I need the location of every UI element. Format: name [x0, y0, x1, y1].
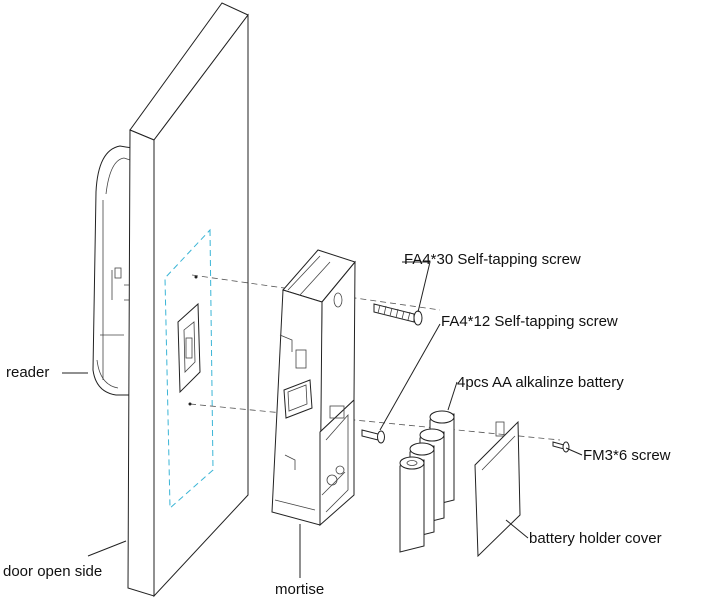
door-panel [127, 2, 249, 598]
fa430-screw [373, 303, 423, 326]
label-door-open-side: door open side [3, 563, 103, 580]
label-mortise: mortise [275, 581, 325, 598]
mortise-body [271, 249, 356, 527]
alignment-line-lower [189, 403, 561, 441]
label-batteries: 4pcs AA alkalinze battery [457, 374, 624, 391]
batteries [399, 410, 455, 553]
label-fa430-screw: FA4*30 Self-tapping screw [404, 251, 581, 268]
label-fm36-screw: FM3*6 screw [583, 447, 671, 464]
door-cutout-outline [164, 228, 214, 510]
label-fa412-screw: FA4*12 Self-tapping screw [441, 313, 618, 330]
leader-lines [62, 261, 583, 578]
fa412-screw [361, 429, 385, 444]
spindle-plate [177, 302, 201, 394]
reader [92, 145, 133, 396]
fm36-screw [552, 441, 570, 453]
label-battery-cover: battery holder cover [529, 530, 662, 547]
label-reader: reader [6, 364, 50, 381]
battery-holder-cover [474, 420, 521, 558]
